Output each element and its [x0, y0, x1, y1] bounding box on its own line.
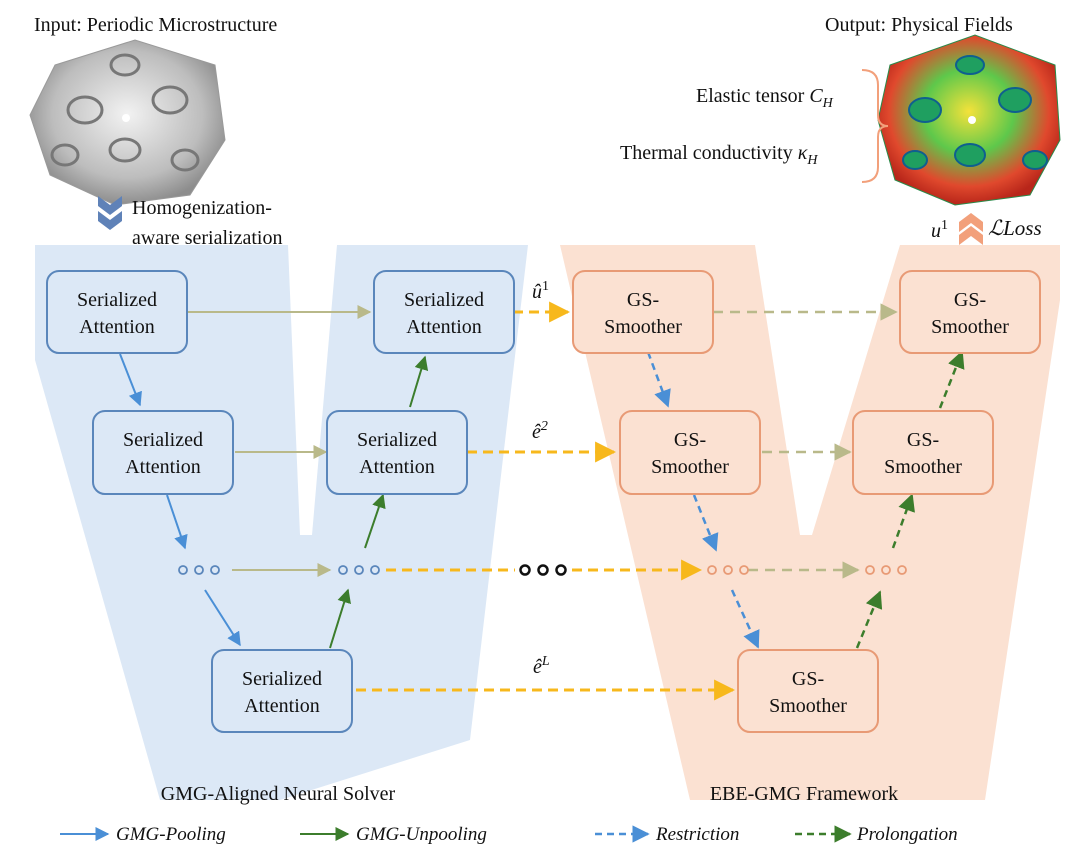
pooling-arrows	[119, 353, 241, 647]
left-caption: GMG-Aligned Neural Solver	[161, 783, 396, 805]
svg-text:Smoother: Smoother	[884, 456, 962, 478]
smoother-box-level1-up: GS- Smoother	[899, 270, 1041, 354]
svg-text:Serialized: Serialized	[77, 289, 157, 311]
attention-box-level1-up: Serialized Attention	[373, 270, 515, 354]
ellipsis-left	[178, 565, 220, 575]
thermal-label: Thermal conductivity κH	[620, 142, 818, 168]
unpooling-arrows	[329, 355, 429, 649]
attention-box-level2-down: Serialized Attention	[92, 410, 234, 495]
skip-connections	[188, 303, 898, 579]
svg-text:Attention: Attention	[79, 316, 155, 338]
ellipsis-middle	[519, 564, 567, 576]
attention-box-level1-down: Serialized Attention	[46, 270, 188, 354]
svg-text:Smoother: Smoother	[604, 316, 682, 338]
serialization-label: Homogenization- aware serialization	[132, 197, 282, 249]
output-title: Output: Physical Fields	[825, 14, 1013, 36]
ellipsis-right	[865, 565, 907, 575]
svg-text:Attention: Attention	[359, 456, 435, 478]
ehatL-label: êL	[533, 654, 550, 678]
uhat-label: û1	[532, 279, 549, 303]
legend-restriction: Restriction	[655, 824, 739, 845]
loss-label: ℒLoss	[988, 216, 1042, 240]
right-v-background	[560, 245, 1060, 800]
transfer-arrows	[356, 301, 736, 701]
smoother-box-level1-down: GS- Smoother	[572, 270, 714, 354]
attention-box-level2-up: Serialized Attention	[326, 410, 468, 495]
svg-text:GS-: GS-	[674, 429, 706, 451]
svg-text:Attention: Attention	[125, 456, 201, 478]
ehat2-label: ê2	[532, 419, 548, 443]
svg-text:GS-: GS-	[907, 429, 939, 451]
legend-prolongation: Prolongation	[856, 824, 958, 845]
svg-text:Attention: Attention	[406, 316, 482, 338]
prolongation-arrows	[855, 350, 965, 649]
ellipsis-center-left	[338, 565, 380, 575]
ellipsis-center-right	[707, 565, 749, 575]
physical-field-image	[877, 34, 1061, 206]
smoother-box-bottom: GS- Smoother	[737, 649, 879, 733]
loss-arrow-icon	[959, 213, 983, 245]
input-title: Input: Periodic Microstructure	[34, 14, 277, 36]
legend: GMG-Pooling GMG-Unpooling Restriction Pr…	[60, 824, 958, 845]
restriction-arrows	[646, 351, 760, 649]
svg-text:GS-: GS-	[792, 668, 824, 690]
attention-box-bottom: Serialized Attention	[211, 649, 353, 733]
svg-text:Smoother: Smoother	[651, 456, 729, 478]
output-brace	[861, 69, 889, 183]
left-v-background	[35, 245, 528, 800]
svg-text:Attention: Attention	[244, 695, 320, 717]
right-caption: EBE-GMG Framework	[710, 783, 898, 805]
serialization-arrow-icon	[98, 196, 122, 230]
svg-text:Serialized: Serialized	[357, 429, 437, 451]
smoother-box-level2-down: GS- Smoother	[619, 410, 761, 495]
svg-text:GS-: GS-	[627, 289, 659, 311]
microstructure-image	[29, 39, 226, 206]
svg-text:Smoother: Smoother	[769, 695, 847, 717]
svg-text:Serialized: Serialized	[123, 429, 203, 451]
elastic-label: Elastic tensor CH	[696, 85, 834, 111]
legend-pooling: GMG-Pooling	[116, 824, 226, 845]
svg-text:Serialized: Serialized	[404, 289, 484, 311]
svg-text:GS-: GS-	[954, 289, 986, 311]
u1-label: u1	[931, 218, 948, 242]
legend-unpooling: GMG-Unpooling	[356, 824, 487, 845]
svg-text:Serialized: Serialized	[242, 668, 322, 690]
smoother-box-level2-up: GS- Smoother	[852, 410, 994, 495]
svg-text:Smoother: Smoother	[931, 316, 1009, 338]
